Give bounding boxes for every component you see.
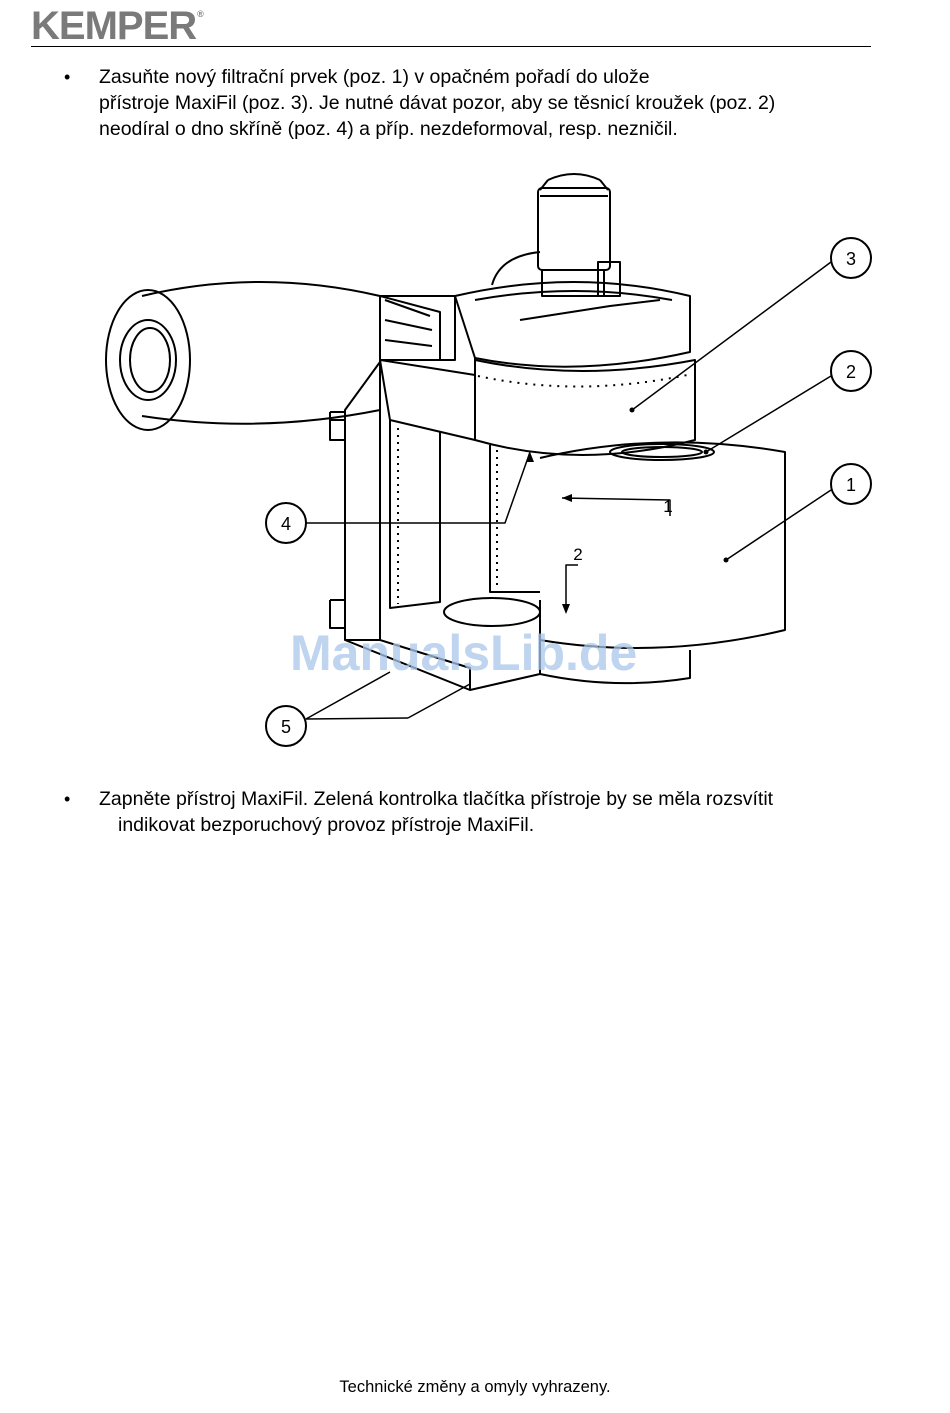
technical-drawing: 3 2 1 4 5 1 2 [105, 173, 872, 747]
callout-label-4: 4 [281, 514, 291, 534]
motor-cap [547, 173, 601, 181]
paragraph-1: Zasuňte nový filtrační prvek (poz. 1) v … [99, 64, 775, 142]
paragraph-1-line-2: přístroje MaxiFil (poz. 3). Je nutné dáv… [99, 92, 776, 114]
sealing-ring [609, 443, 715, 461]
callout-label-5: 5 [281, 717, 291, 737]
arrow-label-1: 1 [663, 497, 672, 516]
arrow-label-2: 2 [573, 545, 582, 564]
paragraph-2: Zapněte přístroj MaxiFil. Zelená kontrol… [99, 786, 773, 838]
bullet-1: • [64, 67, 71, 87]
cabinet-left-side [344, 361, 381, 641]
motor-cable [491, 251, 541, 286]
upper-body [474, 359, 696, 456]
watermark: ManualsLib.de [290, 625, 638, 681]
callout-circle-1 [830, 463, 872, 505]
registered-mark: ® [197, 9, 204, 19]
paragraph-2-line-2: indikovat bezporuchový provoz přístroje … [118, 814, 535, 836]
paragraph-1-line-3: neodíral o dno skříně (poz. 4) a příp. n… [99, 118, 678, 140]
motor-housing [537, 187, 611, 271]
terminal-box [597, 261, 621, 297]
prefilter-cylinder [141, 281, 381, 425]
callout-label-1: 1 [846, 475, 856, 495]
logo-text: KEMPER [31, 4, 197, 48]
footer-note: Technické změny a omyly vyhrazeny. [339, 1378, 611, 1396]
callout-label-2: 2 [846, 362, 856, 382]
callout-circle-2 [830, 350, 872, 392]
bottom-ring [443, 597, 541, 627]
callout-label-3: 3 [846, 249, 856, 269]
kemper-logo: KEMPER® [31, 4, 204, 48]
bullet-2: • [64, 789, 71, 809]
filter-element [539, 441, 786, 649]
fan-housing [454, 281, 691, 368]
callout-circle-5 [265, 705, 307, 747]
paragraph-1-line-1: Zasuňte nový filtrační prvek (poz. 1) v … [99, 66, 650, 88]
callout-circle-3 [830, 237, 872, 279]
header-rule [31, 46, 871, 47]
prefilter-end [105, 289, 191, 431]
paragraph-2-line-1: Zapněte přístroj MaxiFil. Zelená kontrol… [99, 788, 774, 810]
